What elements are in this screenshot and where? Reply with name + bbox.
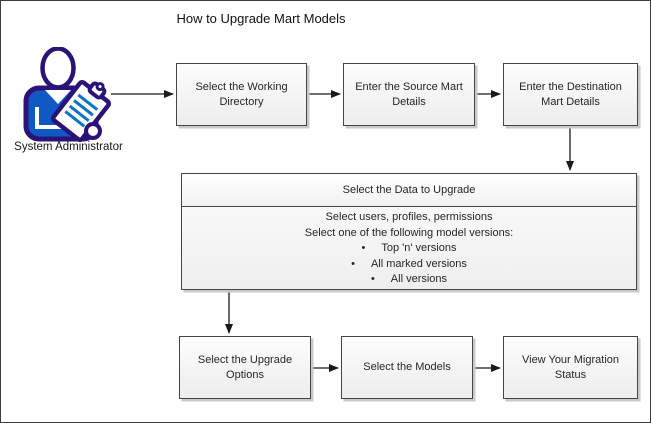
bullet-icon: •: [370, 273, 375, 285]
bullet-icon: •: [361, 242, 366, 254]
step-destination-mart: Enter the Destination Mart Details: [503, 63, 638, 126]
step-migration-status: View Your Migration Status: [503, 336, 638, 399]
step-select-models: Select the Models: [341, 336, 473, 399]
clipboard-icon: [51, 79, 111, 143]
system-administrator: System Administrator: [14, 46, 123, 153]
data-to-upgrade-body: Select users, profiles, permissions Sele…: [182, 207, 636, 288]
bullet-item-top-n: • Top 'n' versions: [182, 241, 636, 257]
bullet-item-label: Top 'n' versions: [381, 242, 457, 254]
system-administrator-icon: [23, 46, 111, 143]
bullet-icon: •: [351, 257, 355, 270]
step-source-mart: Enter the Source Mart Details: [343, 63, 475, 126]
bullet-item-all-marked: • All marked versions: [182, 257, 636, 273]
actor-label: System Administrator: [14, 141, 123, 153]
data-to-upgrade-box: Select the Data to Upgrade Select users,…: [181, 173, 637, 290]
data-to-upgrade-line: Select one of the following model versio…: [304, 226, 514, 239]
data-to-upgrade-line: Select users, profiles, permissions: [325, 211, 493, 223]
bullet-item-all-versions: • All versions: [182, 272, 636, 288]
step-working-directory: Select the Working Directory: [176, 63, 307, 126]
bullet-item-label: All versions: [390, 273, 448, 285]
data-to-upgrade-header: Select the Data to Upgrade: [182, 174, 636, 207]
page-title: How to Upgrade Mart Models: [176, 11, 346, 26]
step-upgrade-options: Select the Upgrade Options: [179, 336, 311, 399]
bullet-item-label: All marked versions: [370, 257, 467, 270]
